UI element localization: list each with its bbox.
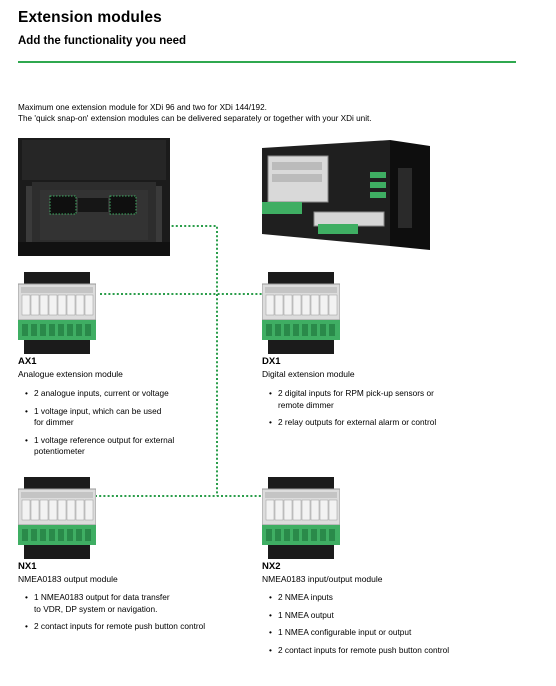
ax1-feature: 2 analogue inputs, current or voltage — [18, 388, 238, 400]
header-divider — [18, 61, 516, 63]
page-subtitle: Add the functionality you need — [18, 35, 187, 47]
nx2-feature: 1 NMEA output — [262, 610, 512, 622]
nx1-code: NX1 — [18, 561, 37, 572]
nx1-feature: 2 contact inputs for remote push button … — [18, 621, 248, 633]
dx1-feature-list: 2 digital inputs for RPM pick-up sensors… — [262, 388, 502, 435]
intro-line-2: The 'quick snap-on' extension modules ca… — [18, 114, 372, 123]
dx1-feature: 2 digital inputs for RPM pick-up sensors… — [262, 388, 502, 411]
xdi-angled-view-image — [258, 138, 434, 256]
dx1-name: Digital extension module — [262, 369, 355, 379]
ax1-code: AX1 — [18, 356, 37, 367]
ax1-feature: 1 voltage reference output for externalp… — [18, 435, 238, 458]
nx1-module-image — [18, 477, 96, 559]
ax1-feature-list: 2 analogue inputs, current or voltage 1 … — [18, 388, 238, 464]
nx2-feature: 1 NMEA configurable input or output — [262, 627, 512, 639]
nx2-name: NMEA0183 input/output module — [262, 574, 383, 584]
nx2-code: NX2 — [262, 561, 281, 572]
nx2-module-image — [262, 477, 340, 559]
nx2-feature-list: 2 NMEA inputs 1 NMEA output 1 NMEA confi… — [262, 592, 512, 662]
nx1-name: NMEA0183 output module — [18, 574, 118, 584]
nx2-feature: 2 contact inputs for remote push button … — [262, 645, 512, 657]
intro-line-1: Maximum one extension module for XDi 96 … — [18, 103, 267, 112]
dx1-code: DX1 — [262, 356, 281, 367]
dx1-feature: 2 relay outputs for external alarm or co… — [262, 417, 502, 429]
ax1-module-image — [18, 272, 96, 354]
nx2-feature: 2 NMEA inputs — [262, 592, 512, 604]
ax1-name: Analogue extension module — [18, 369, 123, 379]
dx1-module-image — [262, 272, 340, 354]
xdi-back-view-image — [18, 138, 170, 258]
page-title: Extension modules — [18, 9, 162, 26]
